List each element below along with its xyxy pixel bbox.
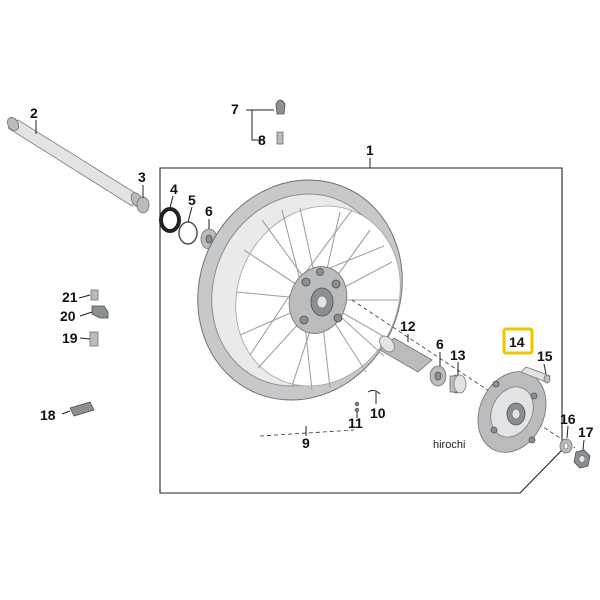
callout-7: 7 [231,101,239,117]
callout-15: 15 [537,348,553,364]
callout-13: 13 [450,347,466,363]
wheel-hub [288,266,348,334]
leader-lines [35,109,585,451]
callout-11: 11 [348,415,363,431]
callout-12: 12 [400,318,416,334]
valve-cap-part [275,99,286,145]
nut-part [573,449,591,469]
callout-10: 10 [370,405,386,421]
callout-18: 18 [40,407,56,423]
callout-21: 21 [62,289,78,305]
stud-part [520,366,551,384]
callout-19: 19 [62,330,78,346]
highlight-box [502,327,534,355]
axle-centerline [351,299,576,449]
bearing-right-part [429,365,447,387]
callout-2: 2 [30,105,38,121]
callout-8: 8 [258,132,266,148]
sensor-part [89,289,109,347]
callout-17: 17 [578,424,594,440]
callout-9: 9 [302,435,310,451]
callout-1: 1 [366,142,374,158]
rim-tape-part [259,429,355,437]
bush-part [449,374,467,394]
callout-20: 20 [60,308,76,324]
watermark-text: hirochi [433,439,465,451]
callout-5: 5 [188,192,196,208]
drive-flange-part [477,371,547,453]
callout-14: 14 [509,334,525,350]
callout-4: 4 [170,181,178,197]
weight-block-part [69,401,95,417]
seal-ring-part [159,207,181,233]
spacer-tube-part [379,335,433,373]
balance-weight-part [354,389,381,413]
callout-16: 16 [560,411,576,427]
callout-6b: 6 [436,336,444,352]
assembly-frame [159,167,563,494]
circlip-part [178,221,198,245]
spacer-part [136,196,150,214]
axle-part [7,117,144,208]
washer-part [559,438,573,454]
callout-6a: 6 [205,203,213,219]
callout-3: 3 [138,169,146,185]
callout-labels: 1 2 3 4 5 6 6 7 8 9 10 11 12 13 14 15 16… [30,101,594,451]
